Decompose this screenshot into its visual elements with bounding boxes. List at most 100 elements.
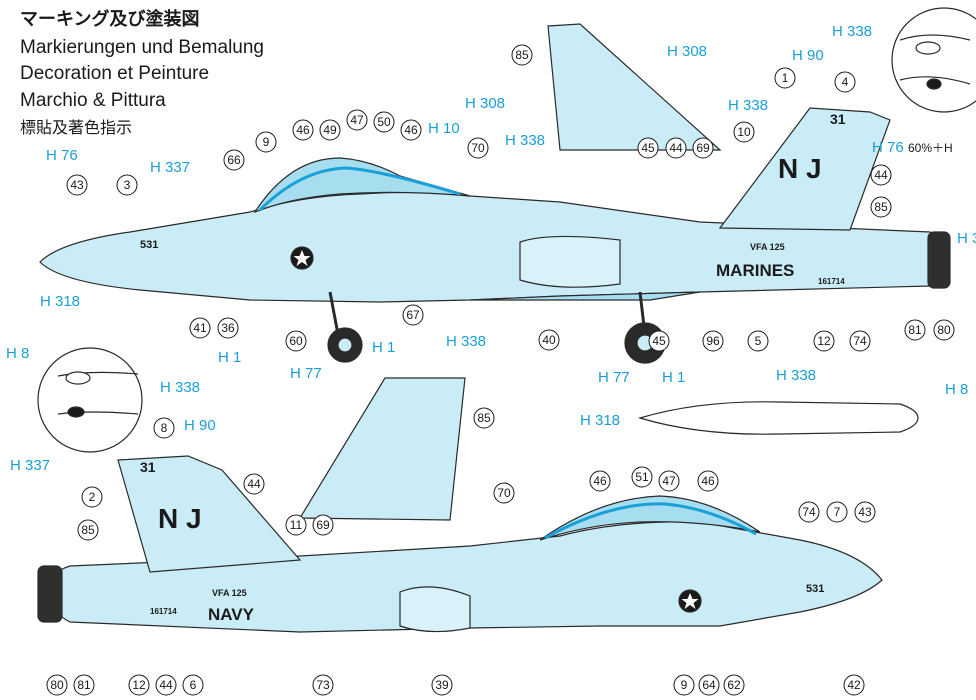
color-label-h76b: H 76 xyxy=(872,139,904,156)
callout-c44b: 44 xyxy=(870,164,892,186)
svg-text:96: 96 xyxy=(706,334,720,348)
bottom-tail-code: N J xyxy=(158,503,202,534)
callout-c39: 39 xyxy=(431,674,453,696)
callout-c44c: 44 xyxy=(243,473,265,495)
callout-c36: 36 xyxy=(217,317,239,339)
bottom-serial: 161714 xyxy=(150,607,177,616)
color-label-h338g: H 338 xyxy=(957,230,976,247)
bottom-tail-fin xyxy=(117,455,302,573)
svg-text:73: 73 xyxy=(316,678,330,692)
loose-fin-top xyxy=(547,23,722,151)
svg-text:62: 62 xyxy=(727,678,741,692)
callout-c74a: 74 xyxy=(849,330,871,352)
svg-text:9: 9 xyxy=(263,135,270,149)
top-intake xyxy=(519,235,621,288)
svg-text:81: 81 xyxy=(908,323,922,337)
bottom-fuselage xyxy=(47,521,883,633)
svg-text:80: 80 xyxy=(937,323,951,337)
svg-text:46: 46 xyxy=(404,123,418,137)
callout-c80a: 80 xyxy=(933,319,955,341)
color-label-h1c: H 1 xyxy=(662,369,685,386)
color-label-h337a: H 337 xyxy=(150,159,190,176)
top-squadron: VFA 125 xyxy=(750,242,785,252)
callout-c44d: 44 xyxy=(155,674,177,696)
top-tail-code: N J xyxy=(778,153,822,184)
svg-text:44: 44 xyxy=(874,168,888,182)
bottom-intake xyxy=(399,586,471,633)
mix-note: 60%＋H xyxy=(908,141,953,155)
svg-text:9: 9 xyxy=(681,678,688,692)
callout-c7: 7 xyxy=(826,501,848,523)
top-tail-number: 31 xyxy=(830,111,846,127)
svg-text:1: 1 xyxy=(782,71,789,85)
svg-text:50: 50 xyxy=(377,115,391,129)
title-japanese: マーキング及び塗装図 xyxy=(20,9,200,29)
callout-c6: 6 xyxy=(182,674,204,696)
callout-c5: 5 xyxy=(747,330,769,352)
svg-text:66: 66 xyxy=(227,153,241,167)
callout-c43b: 43 xyxy=(854,501,876,523)
svg-text:74: 74 xyxy=(853,334,867,348)
callout-c96: 96 xyxy=(702,330,724,352)
callout-c60: 60 xyxy=(285,330,307,352)
callout-c44a: 44 xyxy=(665,137,687,159)
callout-c85a: 85 xyxy=(511,44,533,66)
callout-c49: 49 xyxy=(319,119,341,141)
color-label-h77b: H 77 xyxy=(598,369,630,386)
svg-text:42: 42 xyxy=(847,678,861,692)
svg-text:70: 70 xyxy=(471,141,485,155)
callout-c81b: 81 xyxy=(73,674,95,696)
svg-text:85: 85 xyxy=(874,200,888,214)
svg-text:43: 43 xyxy=(858,505,872,519)
svg-text:12: 12 xyxy=(817,334,831,348)
svg-text:46: 46 xyxy=(593,474,607,488)
title-italian: Marchio & Pittura xyxy=(20,90,166,111)
bottom-tail-number: 31 xyxy=(140,459,156,475)
svg-text:49: 49 xyxy=(323,123,337,137)
callout-c45b: 45 xyxy=(648,330,670,352)
bottom-squadron: VFA 125 xyxy=(212,588,247,598)
svg-text:39: 39 xyxy=(435,678,449,692)
svg-text:69: 69 xyxy=(316,518,330,532)
svg-text:11: 11 xyxy=(290,518,303,532)
detail-circle-left xyxy=(37,347,143,453)
color-label-h10: H 10 xyxy=(428,120,460,137)
color-label-h8a: H 8 xyxy=(6,345,29,362)
color-label-h8b: H 8 xyxy=(945,381,968,398)
callout-c50: 50 xyxy=(373,111,395,133)
callout-c9b: 9 xyxy=(673,674,695,696)
callout-c73: 73 xyxy=(312,674,334,696)
svg-text:74: 74 xyxy=(802,505,816,519)
callout-c10: 10 xyxy=(733,121,755,143)
callout-c70b: 70 xyxy=(493,482,515,504)
svg-text:8: 8 xyxy=(161,421,168,435)
callout-c43: 43 xyxy=(66,174,88,196)
callout-c12b: 12 xyxy=(128,674,150,696)
svg-text:46: 46 xyxy=(296,123,310,137)
callout-c4: 4 xyxy=(834,71,856,93)
callout-c40: 40 xyxy=(538,329,560,351)
callout-c64: 64 xyxy=(698,674,720,696)
svg-text:43: 43 xyxy=(70,178,84,192)
bottom-exhaust xyxy=(37,565,63,623)
svg-text:46: 46 xyxy=(701,474,715,488)
drop-tank xyxy=(637,401,919,435)
callout-c81a: 81 xyxy=(904,319,926,341)
color-label-h337b: H 337 xyxy=(10,457,50,474)
color-label-h308b: H 308 xyxy=(667,43,707,60)
callout-c47: 47 xyxy=(346,109,368,131)
color-label-h338f: H 338 xyxy=(776,367,816,384)
callout-c66: 66 xyxy=(223,149,245,171)
top-serial: 161714 xyxy=(818,277,845,286)
svg-text:10: 10 xyxy=(737,125,751,139)
svg-text:40: 40 xyxy=(542,333,556,347)
color-label-h308a: H 308 xyxy=(465,95,505,112)
callout-c8: 8 xyxy=(153,417,175,439)
callout-c85b: 85 xyxy=(870,196,892,218)
top-tail-fin xyxy=(718,107,891,231)
svg-text:80: 80 xyxy=(50,678,64,692)
svg-text:45: 45 xyxy=(641,141,655,155)
callout-c51: 51 xyxy=(631,466,653,488)
color-label-h338a: H 338 xyxy=(505,132,545,149)
